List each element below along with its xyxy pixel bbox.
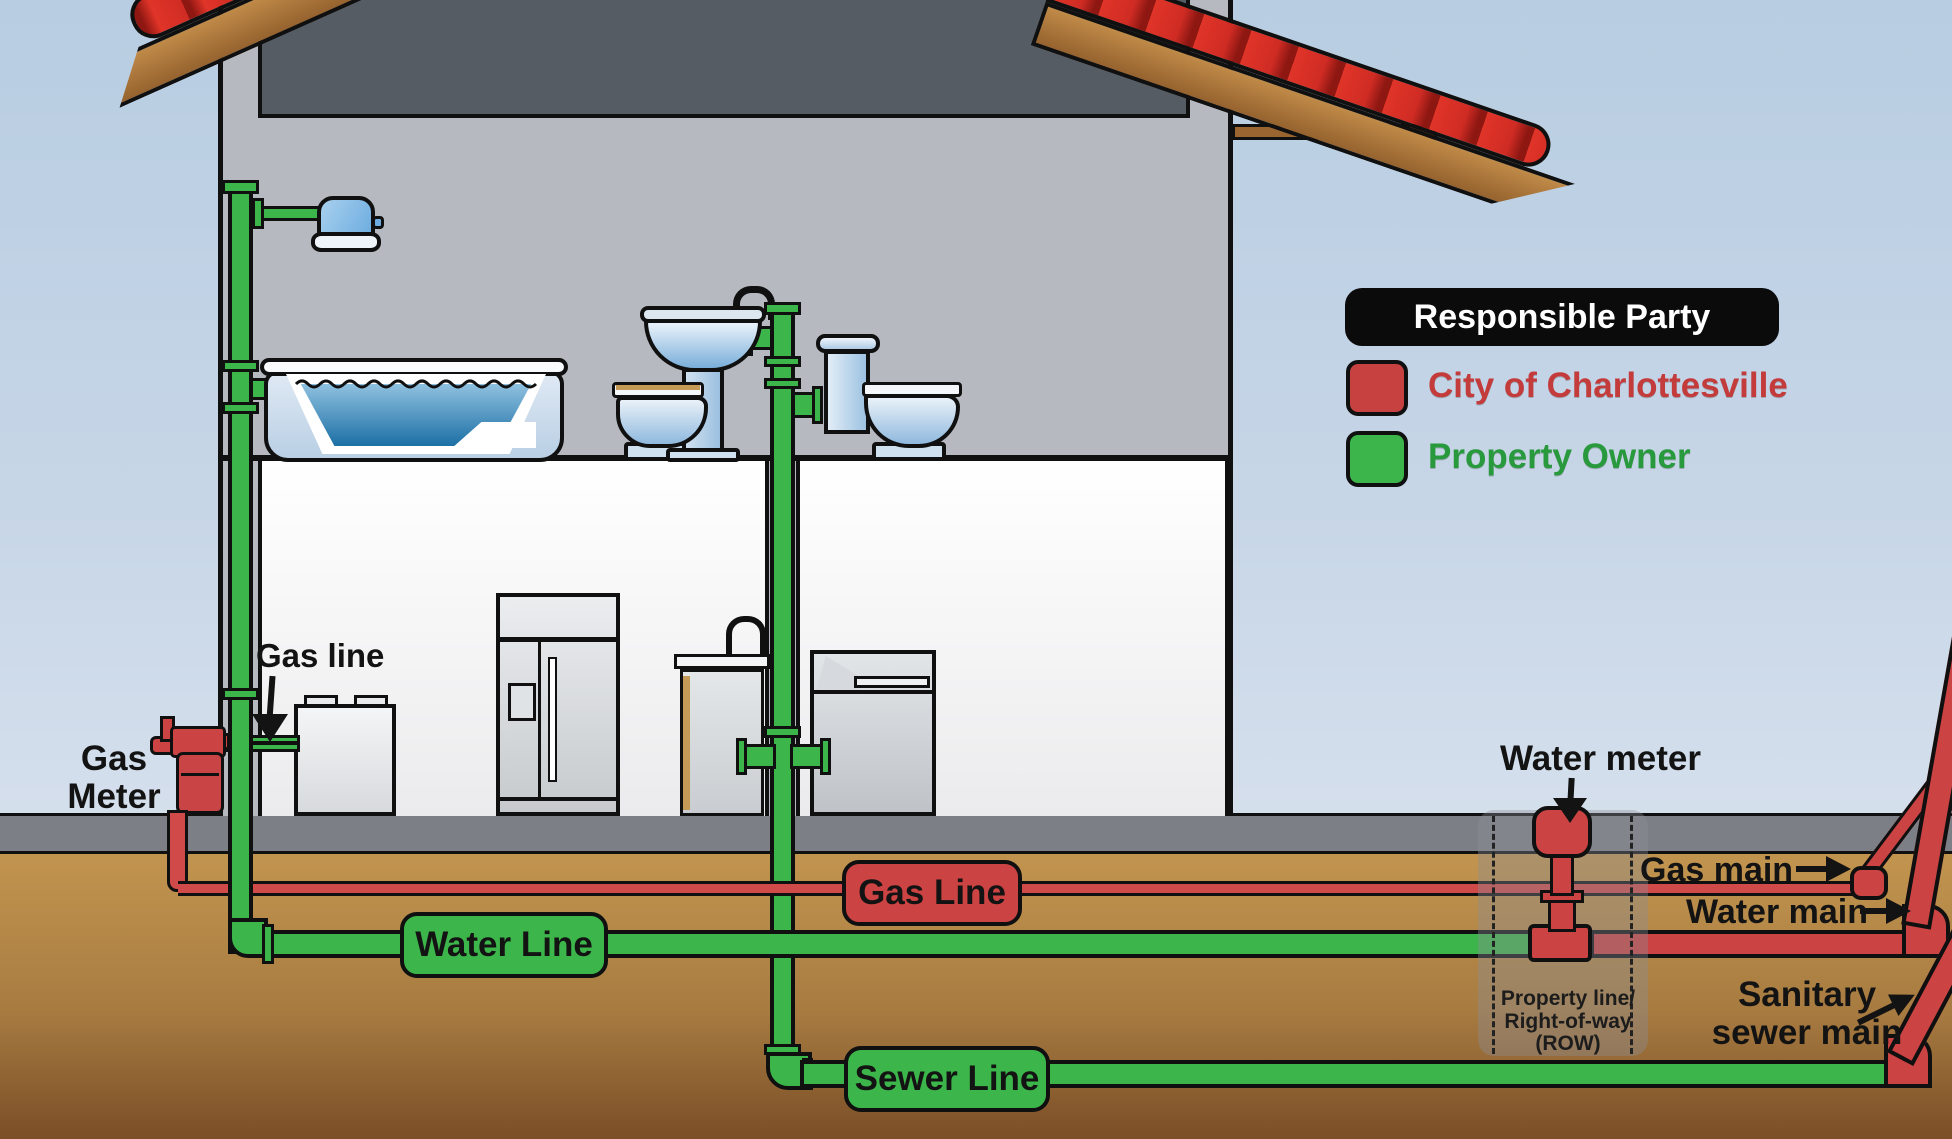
gas-service-line <box>178 881 1866 896</box>
row-label-line1: Property line/ <box>1500 987 1636 1010</box>
refrigerator <box>496 593 620 816</box>
gas-meter-label-line2: Meter <box>67 776 161 816</box>
stack-cross-flange-left <box>736 738 747 775</box>
wall-pipe-elbow <box>228 918 268 958</box>
toilet-right-tank-lid <box>816 334 880 353</box>
gas-main-arrow-shaft <box>1796 866 1828 872</box>
surface-sidewalk-band <box>0 813 1952 854</box>
washer <box>810 650 936 816</box>
shower-head-rim <box>311 232 381 252</box>
water-line-badge-label: Water Line <box>415 925 593 964</box>
legend-label-city: City of Charlottesville <box>1428 366 1788 405</box>
row-label-line2: Right-of-way (ROW) <box>1504 1009 1632 1056</box>
legend-swatch-owner <box>1346 431 1408 487</box>
row-label: Property line/ Right-of-way (ROW) <box>1470 987 1666 1056</box>
stove <box>294 704 396 816</box>
gas-line-badge: Gas Line <box>842 860 1022 926</box>
property-line-dash-left <box>1492 816 1495 1054</box>
gas-meter-label-line1: Gas <box>80 739 148 778</box>
gas-service-drop-pipe <box>167 810 188 892</box>
sewer-main-label-line2: sewer main <box>1711 1012 1903 1052</box>
water-line-flange <box>262 924 274 964</box>
water-main-arrow-shaft <box>1860 908 1888 914</box>
sewer-line-badge-label: Sewer Line <box>854 1059 1040 1098</box>
kitchen-counter <box>674 654 770 669</box>
toilet-left-lid-trim <box>616 385 700 390</box>
stack-collar-2 <box>764 378 801 389</box>
refrigerator-handle <box>548 657 557 782</box>
gas-meter-body <box>176 752 224 814</box>
gas-line-arrow-icon <box>252 714 288 742</box>
wall-pipe-collar-1 <box>222 360 259 372</box>
attic-band <box>258 0 1190 118</box>
legend-title-pill: Responsible Party <box>1345 288 1779 346</box>
gas-main-arrow-icon <box>1826 856 1851 882</box>
sewer-line-badge: Sewer Line <box>844 1046 1050 1112</box>
gas-line-label: Gas line <box>256 637 385 674</box>
refrigerator-kick-line <box>500 797 616 801</box>
stack-cap <box>764 302 801 315</box>
water-main-label: Water main <box>1686 893 1869 931</box>
stack-collar-1 <box>764 356 801 367</box>
water-meter-label: Water meter <box>1500 739 1701 778</box>
gas-meter-label: Gas Meter <box>48 740 180 816</box>
water-main-arrow-icon <box>1886 898 1911 924</box>
gas-meter-body-line <box>181 773 219 776</box>
legend-title: Responsible Party <box>1413 297 1711 336</box>
wall-pipe-collar-2 <box>222 402 259 414</box>
sink-base <box>666 448 740 462</box>
wall-pipe-collar-3 <box>222 688 259 700</box>
toilet-stub-flange <box>812 386 823 424</box>
refrigerator-dispenser <box>508 683 536 721</box>
refrigerator-door-split <box>538 642 541 800</box>
kitchen-cabinet-trim <box>683 676 690 810</box>
legend-swatch-city <box>1346 360 1408 416</box>
kitchen-cabinet <box>680 669 764 816</box>
legend-label-owner: Property Owner <box>1428 437 1691 476</box>
gas-line-interior-centerline <box>252 741 300 745</box>
bathtub-wave-line <box>294 379 538 389</box>
wall-water-pipe <box>228 184 253 954</box>
bathtub-rim <box>260 358 568 376</box>
water-line-badge: Water Line <box>400 912 608 978</box>
water-meter-stub <box>1548 898 1576 932</box>
stack-collar-3 <box>764 726 801 738</box>
washer-top-line <box>814 690 932 694</box>
toilet-right-seat <box>862 382 962 397</box>
property-line-dash-right <box>1630 816 1633 1054</box>
washer-lid <box>854 676 930 688</box>
shower-pipe-flange <box>252 198 264 229</box>
water-meter-arrow-icon <box>1553 798 1587 823</box>
gas-main-node <box>1850 866 1888 900</box>
wall-pipe-cap <box>222 180 259 194</box>
sink-rim <box>640 306 766 323</box>
stack-cross-flange-right <box>820 738 831 775</box>
kitchen-faucet <box>726 616 766 656</box>
sewer-main-label-line1: Sanitary <box>1737 975 1877 1014</box>
refrigerator-top-divider <box>500 637 616 642</box>
gas-main-label: Gas main <box>1640 851 1794 889</box>
gas-line-badge-label: Gas Line <box>858 873 1006 912</box>
